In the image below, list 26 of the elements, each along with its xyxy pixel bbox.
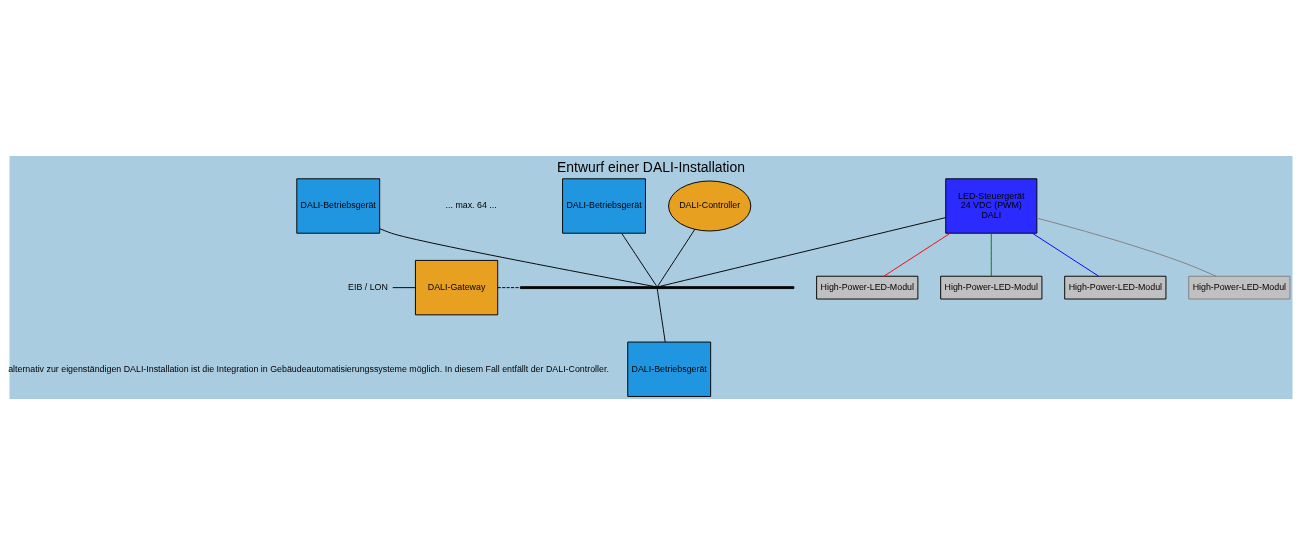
connector bbox=[1031, 232, 1100, 277]
node-box: High-Power-LED-Modul bbox=[940, 275, 1043, 300]
node-bar bbox=[520, 286, 795, 290]
label: alternativ zur eigenständigen DALI-Installation ist die Integration in Gebäudeautomatisierungssysteme möglich. In diesem Fall entfällt der DALI-Controller. bbox=[8, 363, 609, 374]
node-text: EIB / LON bbox=[348, 281, 388, 292]
connector bbox=[990, 232, 992, 277]
diagram-title: Entwurf einer DALI-Installation bbox=[557, 159, 745, 176]
connector bbox=[1036, 217, 1217, 277]
connector bbox=[656, 288, 666, 343]
node-box: High-Power-LED-Modul bbox=[816, 275, 919, 300]
node-box: DALI-Betriebsgerät bbox=[627, 341, 712, 397]
connector bbox=[392, 287, 416, 289]
node-box: LED-Steuergerät 24 VDC (PWM) DALI bbox=[945, 178, 1038, 234]
node-box: High-Power-LED-Modul bbox=[1064, 275, 1167, 300]
node-box: DALI-Betriebsgerät bbox=[296, 178, 381, 234]
node-ellipse: DALI-Controller bbox=[668, 180, 752, 232]
node-box: DALI-Gateway bbox=[414, 259, 499, 316]
node-box: DALI-Betriebsgerät bbox=[562, 178, 646, 234]
connector bbox=[497, 287, 521, 289]
connector bbox=[883, 232, 951, 277]
connector bbox=[658, 217, 947, 288]
connector bbox=[656, 228, 696, 288]
node-box: High-Power-LED-Modul bbox=[1188, 275, 1291, 300]
connector bbox=[379, 228, 656, 288]
label: ... max. 64 ... bbox=[445, 200, 497, 211]
connector bbox=[621, 232, 658, 288]
